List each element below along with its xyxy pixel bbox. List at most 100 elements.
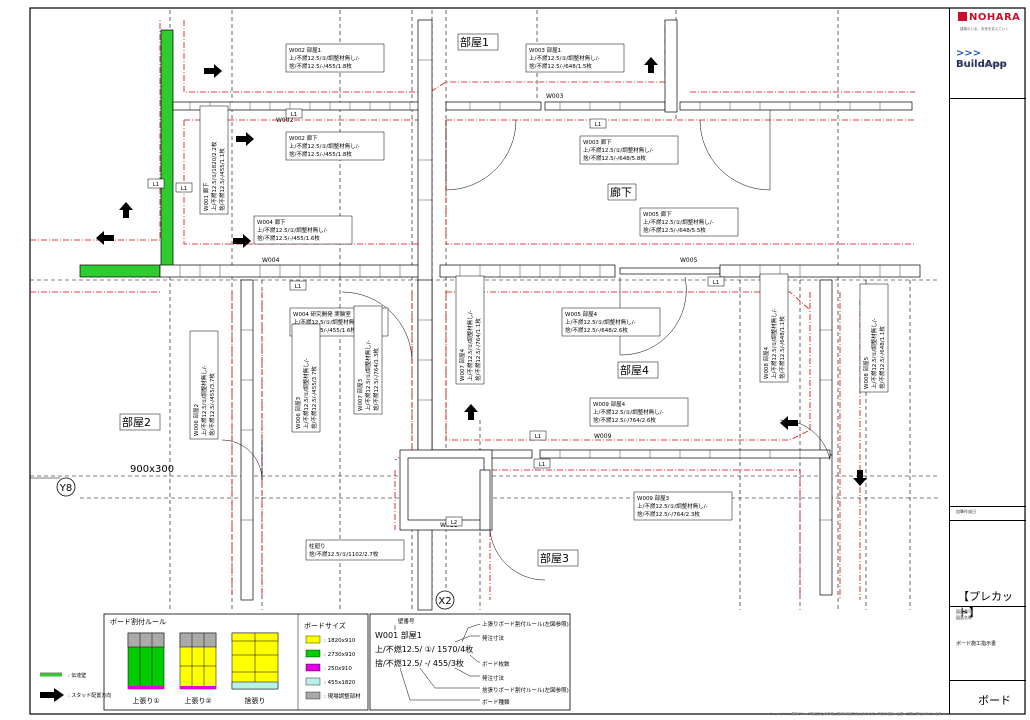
callout-text: 捨/不燃12.5/-/648/5.8枚	[583, 154, 646, 162]
legend-size-title: ボードサイズ	[304, 621, 346, 630]
vertical-callout: W001 廊下上/不燃12.5/①/1820/2.2枚捨/不燃12.5/-/45…	[199, 105, 229, 215]
callout-text: 捨/不燃12.5/-/455/1.6枚	[293, 326, 356, 334]
callout-text: 上/不燃12.5/①/調整材無し/-	[289, 142, 360, 150]
callout-box	[199, 105, 229, 215]
tag-label: L2	[451, 520, 458, 526]
callout-box	[859, 283, 889, 393]
callout-text: 捨/不燃12.5/-/764/2.3枚	[637, 510, 700, 518]
nohara-mark-icon	[958, 12, 967, 21]
board-rule-diagram-2	[179, 632, 217, 690]
callout-text: 捨/不燃12.5/-/455/3.7枚	[208, 373, 216, 436]
drawing-border	[29, 7, 1026, 715]
tag-box	[285, 108, 303, 119]
wall-label: W005	[680, 257, 698, 264]
size-label: : 455x1820	[324, 680, 356, 686]
callout-box	[579, 135, 679, 165]
room-label-box	[617, 361, 659, 379]
callout-text: 捨/不燃12.5/-/455/3.7枚	[310, 366, 318, 429]
callout-text: 上/不燃12.5/①/調整材無し/-	[293, 318, 364, 326]
room-label: 部屋3	[540, 551, 569, 565]
callout-text: 上/不燃12.5/①/調整材無し/-	[593, 408, 664, 416]
example-note: 発注寸法	[482, 634, 505, 642]
callout-text: 上/不燃12.5/①/調整材無し/-	[583, 146, 654, 154]
room-label: 部屋1	[460, 35, 489, 49]
callout: W002 部屋1上/不燃12.5/①/調整材無し/-捨/不燃12.5/-/455…	[285, 43, 385, 73]
size-label: : 2730x910	[324, 652, 356, 658]
room-label: 廊下	[610, 185, 632, 199]
callout-text: 上/不燃12.5/①/調整材無し/-	[529, 54, 600, 62]
callout-text: W007 部屋3	[356, 378, 364, 411]
legend-example: 壁番号 W001 部屋1 上/不燃12.5/ ①/ 1570/4枚 捨/不燃12…	[369, 613, 571, 711]
callout-text: 捨/不燃12.5/①/1102/2.7枚	[309, 550, 379, 558]
callout-text: W008 部屋5	[862, 356, 870, 389]
size-swatch	[305, 677, 321, 686]
size-swatch	[305, 663, 321, 672]
field-date: 加筆作成日	[956, 509, 976, 514]
callout-box	[253, 215, 353, 245]
legend-rule-label: 捨張り	[245, 696, 266, 705]
divider	[950, 506, 1026, 507]
wall-label: W004	[262, 257, 280, 264]
divider	[950, 606, 1026, 607]
nohara-logo: NOHARA	[958, 12, 1020, 23]
callout-text: 上/不燃12.5/①/調整材無し/-	[302, 358, 310, 429]
tag-box	[707, 276, 725, 287]
callout-text: 上/不燃12.5/①/調整材無し/-	[200, 365, 208, 436]
callout-text: W004 研究開発 実験室	[293, 310, 351, 318]
field-page: 図面番号	[956, 609, 972, 614]
example-line2: 捨/不燃12.5/ -/ 455/3枚	[375, 658, 464, 668]
wall-label: W009	[594, 433, 612, 440]
legend-rule-title: ボード割付ルール	[110, 617, 166, 626]
callout-box	[353, 305, 383, 415]
callout: W003 廊下上/不燃12.5/①/調整材無し/-捨/不燃12.5/-/648/…	[579, 135, 679, 165]
callout-text: 上/不燃12.5/①/調整材無し/-	[643, 218, 714, 226]
callout-text: W006 部屋3	[294, 396, 302, 429]
callout-text: 柱廻り	[309, 542, 326, 550]
divider	[950, 520, 1026, 521]
legend-rule-label: 上張り①	[132, 696, 159, 705]
callout-text: W005 部屋4	[565, 310, 598, 318]
legend-rule-label: 上張り②	[184, 696, 211, 705]
callout-text: 上/不燃12.5/①/1820/2.2枚	[210, 141, 218, 211]
callout: W005 廊下上/不燃12.5/①/調整材無し/-捨/不燃12.5/-/648/…	[639, 207, 739, 237]
callout-text: 捨/不燃12.5/-/764/1.3枚	[372, 348, 380, 411]
tag-label: L1	[595, 122, 602, 128]
example-note: ボード種類	[482, 698, 510, 706]
tag-box	[289, 280, 307, 291]
board-rule-diagram-3	[231, 632, 279, 690]
tag-label: L1	[535, 434, 542, 440]
callout-text: W001 廊下	[202, 182, 210, 211]
callout-text: 捨/不燃12.5/-/455/1.8枚	[289, 150, 352, 158]
nohara-tagline: 建築のいま、未来を変えていく	[960, 27, 1009, 31]
drawing-name: ボード施工指示書	[956, 641, 997, 647]
callout-text: 上/不燃12.5/①/調整材無し/-	[870, 318, 878, 389]
callout-text: W009 部屋4	[593, 400, 626, 408]
callout-box	[639, 207, 739, 237]
callout-text: 捨/不燃12.5/-/648/1.1枚	[778, 316, 786, 379]
grid-label-x: X2	[438, 596, 451, 607]
room-label: 部屋4	[620, 363, 649, 377]
callout-text: 捨/不燃12.5/-/455/1.6枚	[257, 234, 320, 242]
callout-box	[285, 131, 385, 161]
legend-size-list: : 1820x910: 2730x910: 250x910: 455x1820:…	[305, 635, 361, 700]
room-label-box	[537, 549, 579, 567]
callout-text: 上/不燃12.5/①/調整材無し/-	[770, 308, 778, 379]
example-lead: 壁番号	[398, 617, 415, 625]
callout-box	[189, 330, 219, 440]
buildapp-brand: BuildApp	[956, 59, 1007, 70]
callout: W009 部屋3上/不燃12.5/①/調整材無し/-捨/不燃12.5/-/764…	[633, 491, 733, 521]
footer-label: ボード	[978, 694, 1011, 707]
title-main: 【プレカット】	[958, 590, 1013, 619]
tag-box	[529, 430, 547, 441]
callout-text: 捨/不燃12.5/-/648/2.6枚	[565, 326, 628, 334]
tag-label: L1	[153, 182, 160, 188]
callout: W005 部屋4上/不燃12.5/①/調整材無し/-捨/不燃12.5/-/648…	[561, 307, 661, 337]
tag-label: L1	[181, 186, 188, 192]
size-swatch	[305, 691, 321, 700]
callout-text: W005 廊下	[643, 210, 672, 218]
